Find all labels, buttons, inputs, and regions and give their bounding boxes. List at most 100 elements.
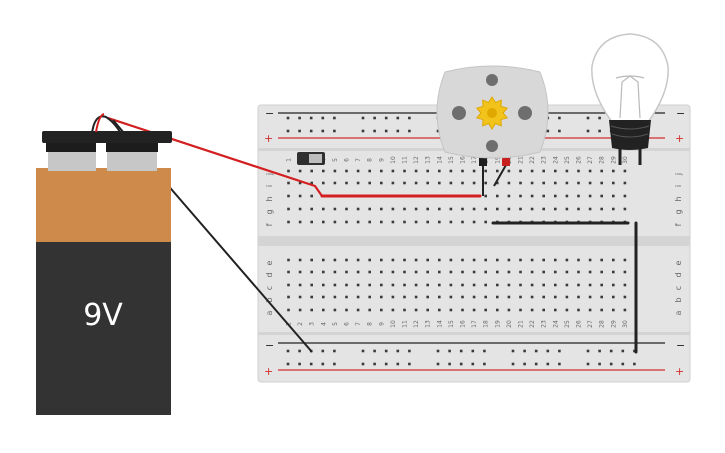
rail-hole-2-6[interactable] <box>361 349 365 353</box>
hole-b3[interactable] <box>310 295 313 299</box>
hole-h3[interactable] <box>310 194 313 198</box>
hole-i23[interactable] <box>542 181 545 185</box>
rail-hole-2-5[interactable] <box>333 349 336 353</box>
rail-hole-2-2[interactable] <box>298 349 301 353</box>
hole-i19[interactable] <box>496 181 499 185</box>
hole-a12[interactable] <box>414 308 418 312</box>
hole-g15[interactable] <box>449 207 453 211</box>
hole-a18[interactable] <box>484 308 487 312</box>
hole-c16[interactable] <box>461 283 464 287</box>
rail-hole-0-20[interactable] <box>558 116 561 120</box>
hole-d19[interactable] <box>496 270 499 274</box>
hole-h2[interactable] <box>298 194 302 198</box>
dc-motor[interactable] <box>436 65 549 159</box>
hole-j29[interactable] <box>612 169 615 173</box>
hole-c20[interactable] <box>507 283 511 287</box>
hole-e12[interactable] <box>414 258 418 262</box>
rail-hole-3-13[interactable] <box>459 362 463 366</box>
hole-h30[interactable] <box>623 194 627 198</box>
hole-e11[interactable] <box>403 258 406 262</box>
hole-d20[interactable] <box>507 270 511 274</box>
hole-j12[interactable] <box>414 169 418 173</box>
hole-a23[interactable] <box>542 308 545 312</box>
hole-h21[interactable] <box>519 194 522 198</box>
hole-j10[interactable] <box>391 169 395 173</box>
hole-h22[interactable] <box>530 194 534 198</box>
rail-hole-3-22[interactable] <box>598 362 601 366</box>
hole-b27[interactable] <box>588 295 592 299</box>
hole-e14[interactable] <box>438 258 441 262</box>
hole-h1[interactable] <box>287 194 290 198</box>
hole-j8[interactable] <box>368 169 371 173</box>
rail-hole-0-5[interactable] <box>333 116 336 120</box>
hole-j15[interactable] <box>449 169 453 173</box>
hole-e16[interactable] <box>461 258 464 262</box>
rail-hole-2-25[interactable] <box>633 349 636 353</box>
hole-i30[interactable] <box>623 181 627 185</box>
rail-hole-0-21[interactable] <box>586 116 590 120</box>
hole-d6[interactable] <box>345 270 348 274</box>
hole-i17[interactable] <box>472 181 476 185</box>
battery[interactable]: 9V <box>36 113 172 415</box>
hole-b20[interactable] <box>507 295 511 299</box>
hole-f16[interactable] <box>461 220 464 224</box>
hole-e8[interactable] <box>368 258 371 262</box>
hole-c4[interactable] <box>322 283 325 287</box>
hole-d8[interactable] <box>368 270 371 274</box>
hole-g30[interactable] <box>623 207 627 211</box>
rail-hole-1-20[interactable] <box>558 129 561 133</box>
hole-b19[interactable] <box>496 295 499 299</box>
hole-b30[interactable] <box>623 295 627 299</box>
hole-j28[interactable] <box>600 169 603 173</box>
hole-i29[interactable] <box>612 181 615 185</box>
battery-red-wire[interactable] <box>107 116 323 197</box>
hole-i27[interactable] <box>588 181 592 185</box>
hole-g8[interactable] <box>368 207 371 211</box>
rail-hole-2-17[interactable] <box>523 349 526 353</box>
rail-hole-1-2[interactable] <box>298 129 301 133</box>
rail-hole-3-18[interactable] <box>534 362 538 366</box>
hole-d24[interactable] <box>554 270 557 274</box>
hole-d26[interactable] <box>577 270 580 274</box>
hole-b10[interactable] <box>391 295 395 299</box>
hole-d15[interactable] <box>449 270 453 274</box>
hole-d7[interactable] <box>356 270 360 274</box>
hole-d12[interactable] <box>414 270 418 274</box>
hole-g24[interactable] <box>554 207 557 211</box>
hole-i4[interactable] <box>322 181 325 185</box>
hole-g6[interactable] <box>345 207 348 211</box>
slide-switch[interactable] <box>297 152 325 165</box>
hole-i18[interactable] <box>484 181 487 185</box>
rail-hole-3-3[interactable] <box>309 362 313 366</box>
hole-b25[interactable] <box>565 295 569 299</box>
hole-e25[interactable] <box>565 258 569 262</box>
hole-b24[interactable] <box>554 295 557 299</box>
rail-hole-3-11[interactable] <box>436 362 440 366</box>
hole-j7[interactable] <box>356 169 360 173</box>
hole-b1[interactable] <box>287 295 290 299</box>
rail-hole-3-4[interactable] <box>321 362 325 366</box>
hole-d25[interactable] <box>565 270 569 274</box>
hole-i13[interactable] <box>426 181 429 185</box>
hole-d11[interactable] <box>403 270 406 274</box>
hole-i3[interactable] <box>310 181 313 185</box>
hole-a13[interactable] <box>426 308 429 312</box>
hole-a25[interactable] <box>565 308 569 312</box>
hole-e30[interactable] <box>623 258 627 262</box>
hole-b8[interactable] <box>368 295 371 299</box>
hole-h28[interactable] <box>600 194 603 198</box>
hole-c1[interactable] <box>287 283 290 287</box>
hole-b15[interactable] <box>449 295 453 299</box>
rail-hole-1-6[interactable] <box>361 129 365 133</box>
hole-j18[interactable] <box>484 169 487 173</box>
hole-i8[interactable] <box>368 181 371 185</box>
hole-j25[interactable] <box>565 169 569 173</box>
hole-i10[interactable] <box>391 181 395 185</box>
hole-e18[interactable] <box>484 258 487 262</box>
hole-e9[interactable] <box>380 258 383 262</box>
hole-a26[interactable] <box>577 308 580 312</box>
hole-d13[interactable] <box>426 270 429 274</box>
hole-h19[interactable] <box>496 194 499 198</box>
hole-d17[interactable] <box>472 270 476 274</box>
rail-hole-3-2[interactable] <box>298 362 301 366</box>
